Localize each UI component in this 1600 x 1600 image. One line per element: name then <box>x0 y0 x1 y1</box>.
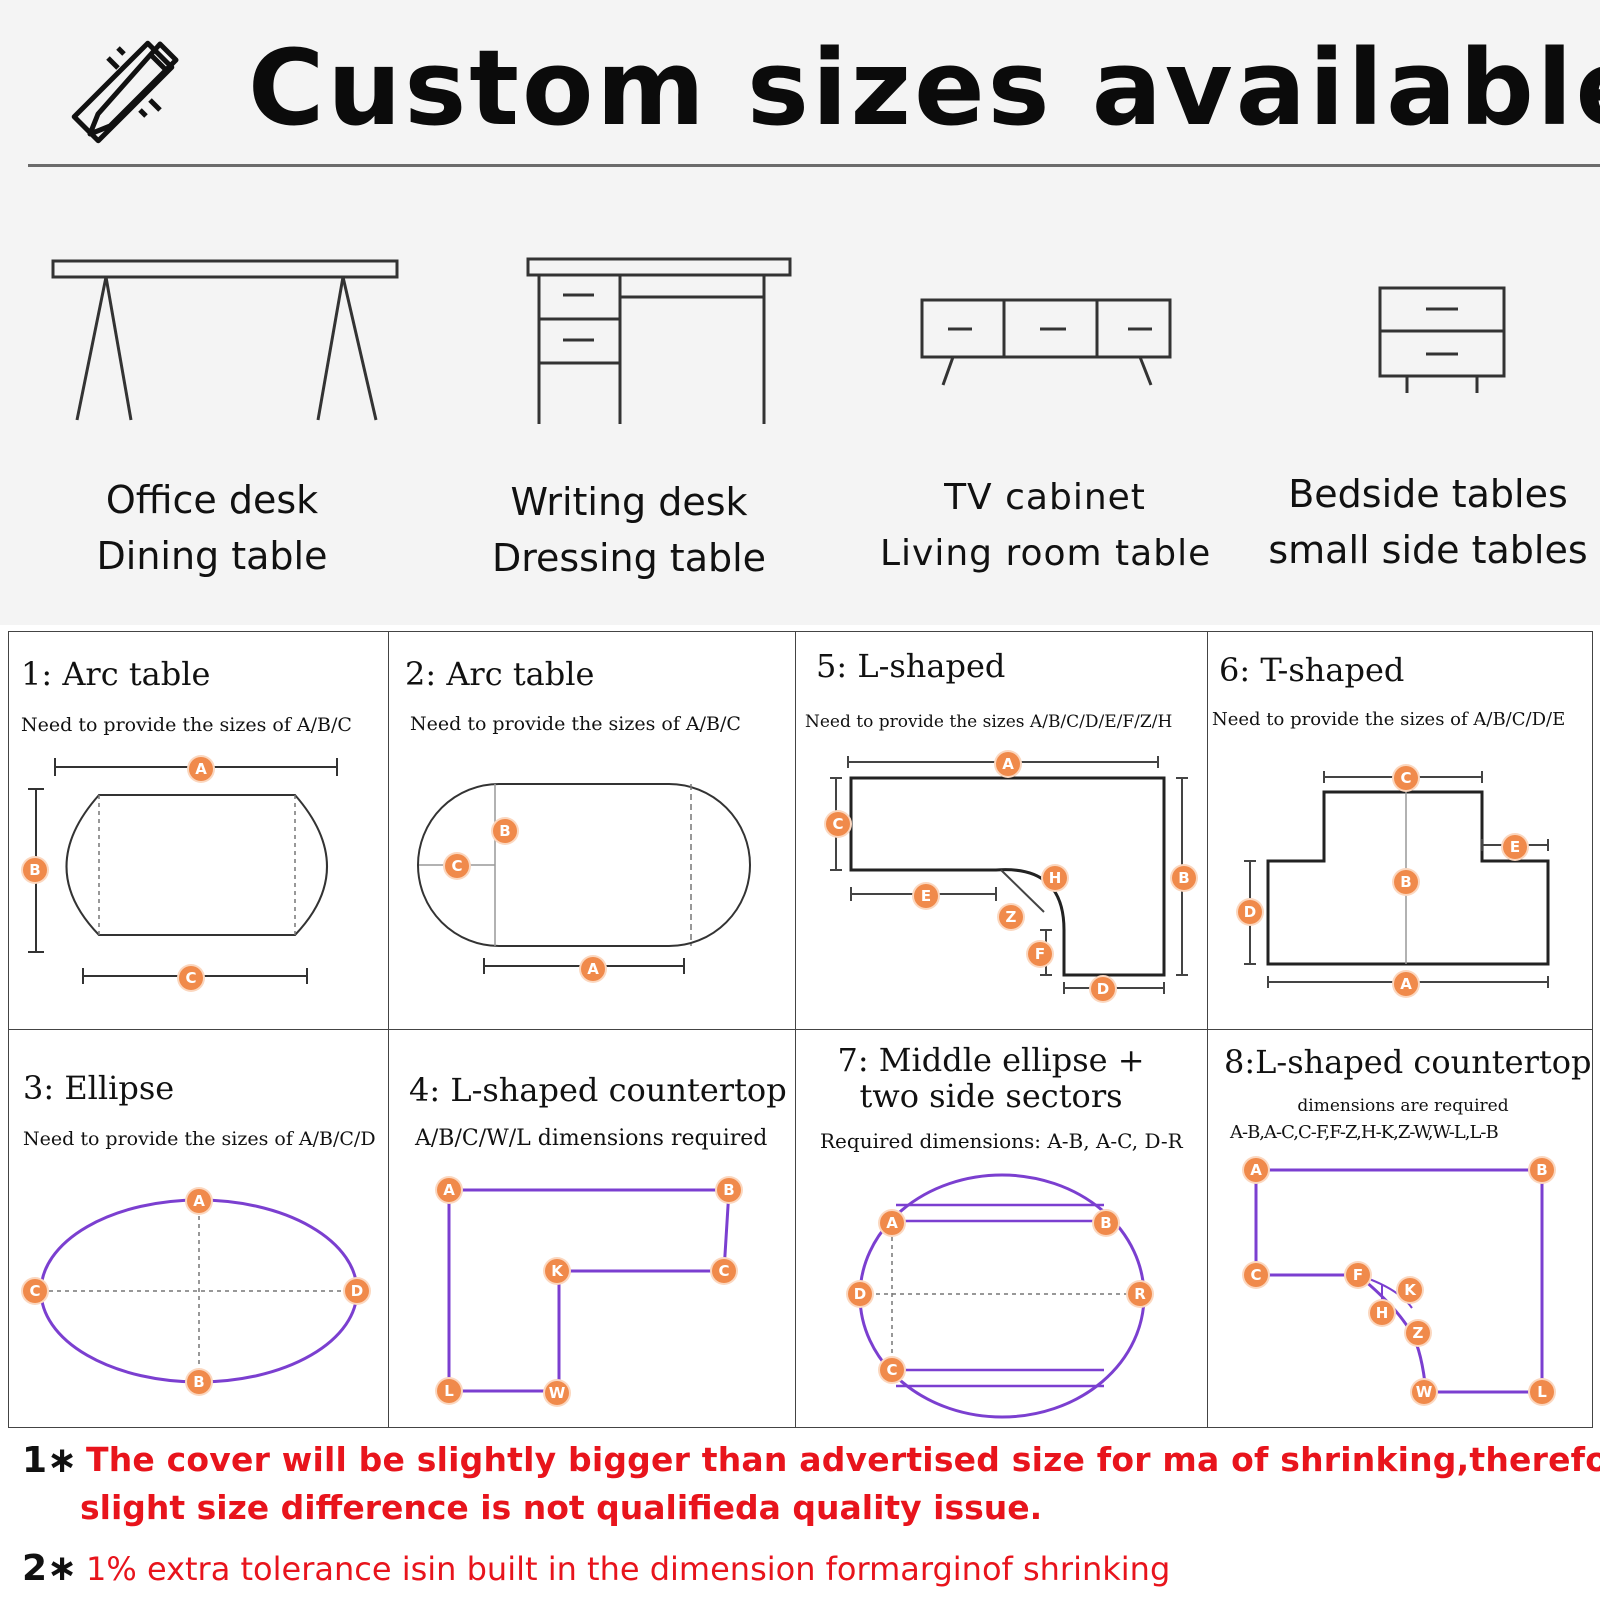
panel-title: 8:L-shaped countertop <box>1224 1043 1592 1081</box>
marker-k: K <box>545 1259 569 1283</box>
marker-a: A <box>1244 1158 1268 1182</box>
category-label-bedside-table: Bedside tables small side tables <box>1268 472 1588 572</box>
panel-title: 7: Middle ellipse + two side sectors <box>837 1041 1145 1115</box>
panel-subtitle: Need to provide the sizes A/B/C/D/E/F/Z/… <box>805 712 1173 732</box>
marker-l: L <box>437 1379 461 1403</box>
marker-a: A <box>880 1211 904 1235</box>
marker-d: D <box>1238 900 1262 924</box>
panel-l-shaped-countertop-2: 8:L-shaped countertop dimensions are req… <box>1207 1029 1593 1428</box>
category-label-tv-cabinet: TV cabinet Living room table <box>880 477 1212 574</box>
marker-e: E <box>914 884 938 908</box>
marker-d: D <box>1091 977 1115 1001</box>
marker-d: D <box>345 1279 369 1303</box>
tv-cabinet-icon <box>920 298 1172 386</box>
note-1-line-1: The cover will be slightly bigger than a… <box>86 1440 1600 1479</box>
panel-title: 2: Arc table <box>405 655 595 693</box>
marker-c: C <box>826 812 850 836</box>
marker-h: H <box>1043 866 1067 890</box>
bedside-table-icon <box>1378 286 1506 393</box>
panel-l-shaped-countertop: 4: L-shaped countertop A/B/C/W/L dimensi… <box>388 1029 796 1428</box>
l-countertop-diagram <box>447 1188 731 1393</box>
marker-l: L <box>1530 1380 1554 1404</box>
page-title: Custom sizes available <box>248 27 1600 149</box>
marker-c: C <box>179 966 203 990</box>
marker-c: C <box>712 1259 736 1283</box>
marker-b: B <box>1530 1158 1554 1182</box>
category-label-office-desk: Office desk Dining table <box>96 478 328 578</box>
writing-desk-icon <box>526 257 792 424</box>
marker-a: A <box>187 1189 211 1213</box>
marker-f: F <box>1346 1263 1370 1287</box>
panel-subtitle: Need to provide the sizes of A/B/C <box>21 714 352 736</box>
panel-ellipse: 3: Ellipse Need to provide the sizes of … <box>8 1029 390 1428</box>
marker-b: B <box>23 858 47 882</box>
marker-z: Z <box>1406 1321 1430 1345</box>
marker-b: B <box>1094 1211 1118 1235</box>
marker-b: B <box>493 819 517 843</box>
panel-title: 5: L-shaped <box>816 647 1006 685</box>
marker-c: C <box>1394 766 1418 790</box>
marker-r: R <box>1128 1282 1152 1306</box>
marker-b: B <box>717 1178 741 1202</box>
marker-b: B <box>187 1370 211 1394</box>
marker-a: A <box>437 1178 461 1202</box>
marker-d: D <box>848 1282 872 1306</box>
marker-k: K <box>1398 1278 1422 1302</box>
l-countertop-arc-diagram <box>1254 1168 1544 1394</box>
marker-c: C <box>1244 1263 1268 1287</box>
marker-e: E <box>1503 835 1527 859</box>
panel-subtitle-2: A-B,A-C,C-F,F-Z,H-K,Z-W,W-L,L-B <box>1230 1122 1499 1143</box>
marker-z: Z <box>999 905 1023 929</box>
marker-a: A <box>1394 972 1418 996</box>
panel-middle-ellipse: 7: Middle ellipse + two side sectors Req… <box>795 1029 1208 1428</box>
marker-f: F <box>1028 942 1052 966</box>
marker-w: W <box>1412 1380 1436 1404</box>
panel-arc-table-2: 2: Arc table Need to provide the sizes o… <box>388 631 796 1031</box>
panel-title: 6: T-shaped <box>1219 651 1405 689</box>
marker-b: B <box>1394 870 1418 894</box>
panel-l-shaped: 5: L-shaped Need to provide the sizes A/… <box>795 631 1208 1031</box>
top-section <box>0 0 1600 625</box>
note-2-line-1: 1% extra tolerance isin built in the dim… <box>86 1550 1171 1588</box>
title-divider <box>28 164 1600 167</box>
ellipse-diagram <box>39 1198 359 1384</box>
marker-w: W <box>545 1381 569 1405</box>
marker-c: C <box>445 854 469 878</box>
panel-subtitle: Need to provide the sizes of A/B/C/D/E <box>1212 709 1566 730</box>
panel-subtitle: Required dimensions: A-B, A-C, D-R <box>820 1129 1183 1153</box>
note-1-number: 1∗ <box>22 1440 78 1481</box>
marker-c: C <box>23 1279 47 1303</box>
marker-a: A <box>189 757 213 781</box>
panel-arc-table-1: 1: Arc table Need to provide the sizes o… <box>8 631 390 1031</box>
marker-a: A <box>581 957 605 981</box>
panel-subtitle: Need to provide the sizes of A/B/C/D <box>23 1128 376 1150</box>
panel-subtitle: Need to provide the sizes of A/B/C <box>410 713 741 735</box>
marker-a: A <box>996 752 1020 776</box>
panel-subtitle-1: dimensions are required <box>1297 1096 1509 1116</box>
middle-ellipse-diagram <box>858 1173 1146 1419</box>
note-2-number: 2∗ <box>22 1548 78 1589</box>
panel-subtitle: A/B/C/W/L dimensions required <box>415 1126 768 1151</box>
panel-title: 4: L-shaped countertop <box>409 1071 787 1109</box>
panel-t-shaped: 6: T-shaped Need to provide the sizes of… <box>1207 631 1593 1031</box>
pencil-ruler-icon <box>71 40 179 144</box>
l-shaped-diagram <box>830 756 1188 994</box>
marker-c: C <box>880 1358 904 1382</box>
marker-h: H <box>1370 1301 1394 1325</box>
panel-title: 1: Arc table <box>21 655 211 693</box>
marker-b: B <box>1172 866 1196 890</box>
office-desk-icon <box>51 259 399 421</box>
category-label-writing-desk: Writing desk Dressing table <box>491 480 767 580</box>
note-1-line-2: slight size difference is not qualifieda… <box>80 1488 1043 1527</box>
panel-title: 3: Ellipse <box>23 1069 175 1107</box>
